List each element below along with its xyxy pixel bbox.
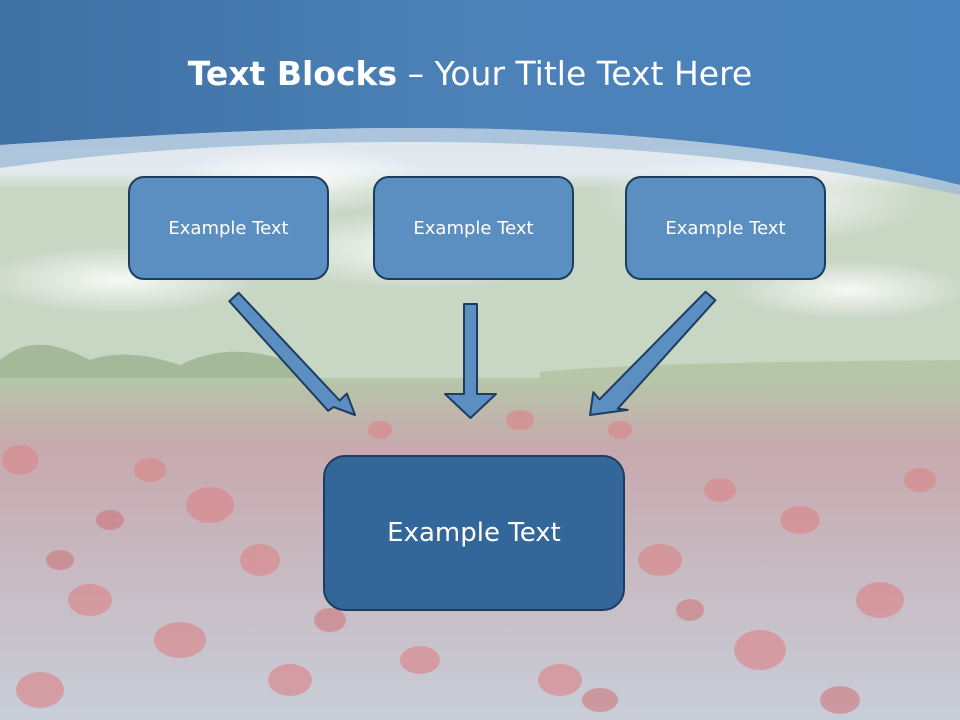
text-block-center: Example Text — [373, 176, 574, 280]
title-bold-part: Text Blocks — [187, 54, 398, 93]
title-regular-part: – Your Title Text Here — [397, 54, 753, 93]
text-block-right: Example Text — [625, 176, 826, 280]
text-block-left: Example Text — [128, 176, 329, 280]
text-block-bottom: Example Text — [323, 455, 625, 611]
slide-title: Text Blocks – Your Title Text Here — [0, 52, 940, 96]
